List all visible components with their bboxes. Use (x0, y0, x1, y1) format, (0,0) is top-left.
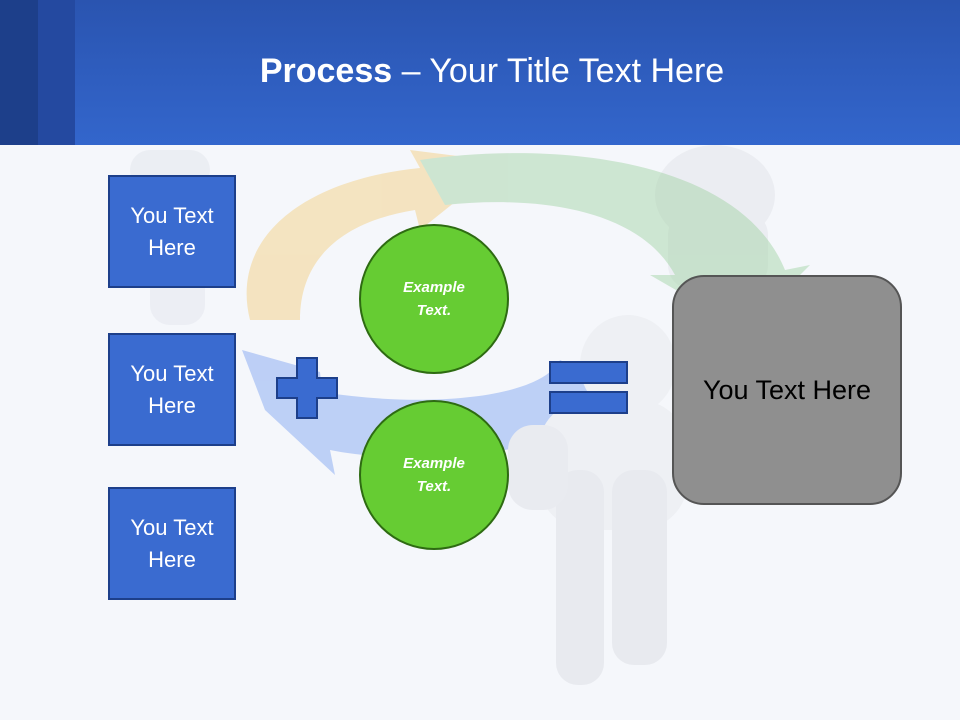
header-bar: Process – Your Title Text Here (0, 0, 960, 145)
example-circle[interactable]: Example Text. (359, 224, 509, 374)
plus-icon (276, 357, 338, 419)
example-circle-label: Example Text. (403, 455, 465, 495)
result-box-label: You Text Here (702, 374, 872, 405)
equals-icon (549, 361, 628, 414)
slide-title: Process – Your Title Text Here (0, 52, 960, 91)
header-accent-strip (38, 0, 75, 145)
title-rest: – Your Title Text Here (392, 52, 725, 90)
figure-right (655, 145, 775, 290)
example-circle-label: Example Text. (403, 279, 465, 319)
left-text-box[interactable]: You Text Here (108, 175, 236, 288)
left-text-box-label: You Text Here (130, 202, 214, 260)
header-accent-strip (0, 0, 38, 145)
result-box[interactable]: You Text Here (672, 275, 902, 505)
left-text-box[interactable]: You Text Here (108, 333, 236, 446)
left-text-box-label: You Text Here (130, 514, 214, 572)
example-circle[interactable]: Example Text. (359, 400, 509, 550)
title-bold: Process (259, 52, 393, 90)
left-text-box[interactable]: You Text Here (108, 487, 236, 600)
figure-main (508, 315, 688, 685)
left-text-box-label: You Text Here (130, 360, 214, 418)
